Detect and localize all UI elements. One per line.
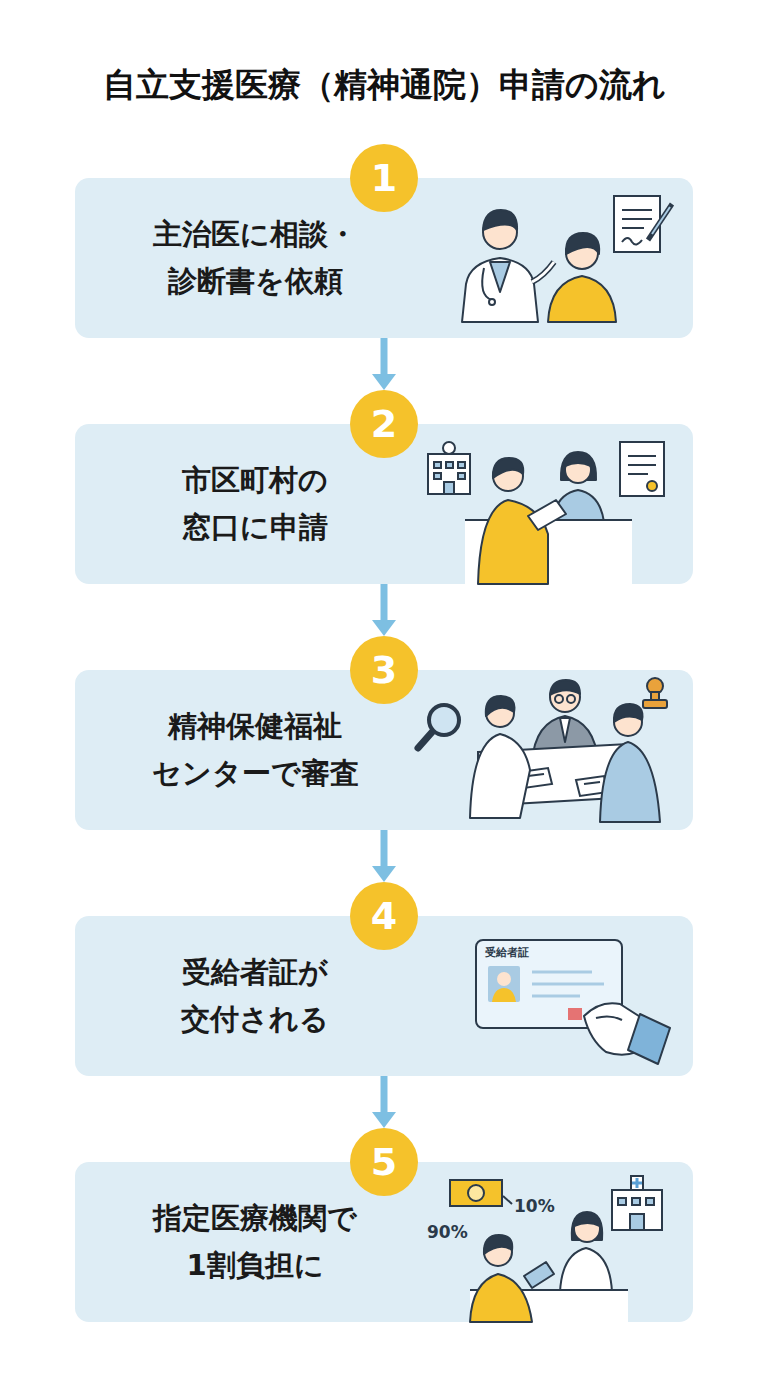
flow-arrow [381,830,388,882]
step-node: 5 指定医療機関で 1割負担に [75,1128,693,1322]
step-number-badge: 3 [350,636,418,704]
step-label: 主治医に相談・ 診断書を依頼 [135,211,375,305]
step-node: 3 精神保健福祉 センターで審査 [75,636,693,830]
step-text-area: 主治医に相談・ 診断書を依頼 [135,178,375,338]
diagram-title: 自立支援医療（精神通院）申請の流れ [0,62,768,108]
step-number-badge: 4 [350,882,418,950]
flow-arrow [381,584,388,636]
step-number: 4 [371,897,397,935]
card-title: 受給者証 [485,945,529,960]
step-number: 3 [371,651,397,689]
step-node: 1 主治医に相談・ 診断書を依頼 [75,144,693,338]
step-text-area: 市区町村の 窓口に申請 [135,424,375,584]
step-node: 4 受給者証が 交付される [75,882,693,1076]
step-text-area: 指定医療機関で 1割負担に [135,1162,375,1322]
step-label: 市区町村の 窓口に申請 [135,457,375,551]
step-label: 精神保健福祉 センターで審査 [135,703,375,797]
step-label: 指定医療機関で 1割負担に [135,1195,375,1289]
flow-arrow [381,1076,388,1128]
share-percent: 10% [514,1196,555,1216]
step-node: 2 市区町村の 窓口に申請 [75,390,693,584]
step-text-area: 精神保健福祉 センターで審査 [135,670,375,830]
step-number: 5 [371,1143,397,1181]
step-text-area: 受給者証が 交付される [135,916,375,1076]
step-number-badge: 5 [350,1128,418,1196]
step-number-badge: 2 [350,390,418,458]
step-number: 2 [371,405,397,443]
share-percent: 90% [427,1222,468,1242]
step-label: 受給者証が 交付される [135,949,375,1043]
step-number: 1 [371,159,397,197]
step-number-badge: 1 [350,144,418,212]
flow-arrow [381,338,388,390]
